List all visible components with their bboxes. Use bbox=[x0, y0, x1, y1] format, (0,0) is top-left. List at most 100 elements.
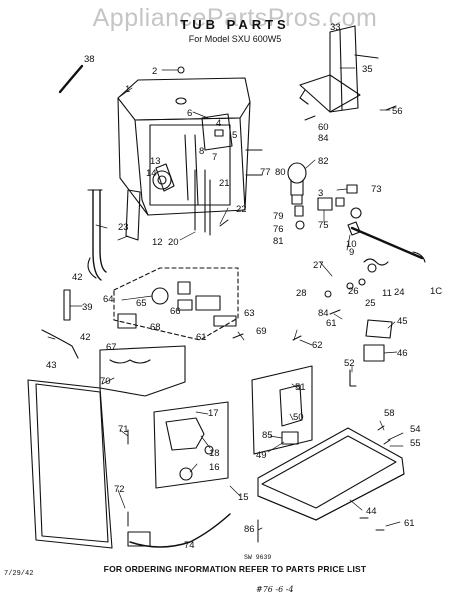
callout-18: 18 bbox=[209, 448, 220, 459]
callout-70: 70 bbox=[100, 376, 111, 387]
part-70-door-panel bbox=[27, 379, 113, 549]
part-35-mount-bracket bbox=[299, 25, 379, 113]
callout-86: 86 bbox=[244, 524, 255, 535]
part-82-valve bbox=[287, 162, 307, 230]
callout-13: 13 bbox=[150, 156, 161, 167]
part-67-panel bbox=[99, 345, 186, 397]
callout-39: 39 bbox=[82, 302, 93, 313]
callout-17: 17 bbox=[208, 408, 219, 419]
callout-67: 67 bbox=[106, 342, 117, 353]
part-44-base-frame bbox=[257, 427, 405, 521]
part-38-rod bbox=[58, 64, 84, 94]
callout-74: 74 bbox=[184, 540, 195, 551]
callout-76: 76 bbox=[273, 224, 284, 235]
drawing-code: SW 9639 bbox=[244, 554, 272, 561]
callout-43: 43 bbox=[46, 360, 57, 371]
callout-5: 5 bbox=[232, 130, 237, 141]
part-46-switch bbox=[363, 344, 385, 362]
callout-12: 12 bbox=[152, 237, 163, 248]
date-code: 7/29/42 bbox=[4, 570, 34, 578]
part-12-bracket bbox=[125, 189, 141, 241]
callout-28: 28 bbox=[296, 288, 307, 299]
callout-72: 72 bbox=[114, 484, 125, 495]
callout-62: 62 bbox=[312, 340, 323, 351]
callout-63: 63 bbox=[244, 308, 255, 319]
callout-1: 1 bbox=[125, 84, 130, 95]
callout-16: 16 bbox=[209, 462, 220, 473]
part-68-block bbox=[117, 313, 137, 329]
callout-73: 73 bbox=[371, 184, 382, 195]
callout-20: 20 bbox=[168, 237, 179, 248]
callout-51: 51 bbox=[295, 382, 306, 393]
callout-24: 24 bbox=[394, 287, 405, 298]
callout-85: 85 bbox=[262, 430, 273, 441]
callout-42-upper: 42 bbox=[72, 272, 83, 283]
callout-14: 14 bbox=[146, 168, 157, 179]
handwritten-note: #76 -6 -4 bbox=[256, 585, 294, 594]
callout-80: 80 bbox=[275, 167, 286, 178]
callout-3: 3 bbox=[318, 188, 323, 199]
part-15-solenoid-box bbox=[153, 401, 229, 489]
callout-26: 26 bbox=[348, 286, 359, 297]
callout-44: 44 bbox=[366, 506, 377, 517]
callout-33: 33 bbox=[330, 22, 341, 33]
callout-61-kit: 61 bbox=[196, 332, 207, 343]
part-39-fitting bbox=[63, 289, 71, 321]
callout-82: 82 bbox=[318, 156, 329, 167]
callout-58: 58 bbox=[384, 408, 395, 419]
part-10-door-rod bbox=[347, 221, 426, 263]
callout-75: 75 bbox=[318, 220, 329, 231]
part-43-wire bbox=[41, 329, 79, 359]
part-11-spring bbox=[346, 258, 389, 290]
callout-56: 56 bbox=[392, 106, 403, 117]
leader-lines bbox=[47, 67, 404, 531]
callout-60: 60 bbox=[318, 122, 329, 133]
callout-numbers: 1 2 3 4 5 6 7 8 9 10 11 12 13 14 15 16 1… bbox=[46, 22, 442, 551]
callout-22: 22 bbox=[236, 204, 247, 215]
callout-25: 25 bbox=[365, 298, 376, 309]
callout-8: 8 bbox=[199, 146, 204, 157]
callout-15: 15 bbox=[238, 492, 249, 503]
callout-6: 6 bbox=[187, 108, 192, 119]
part-52-bracket bbox=[349, 369, 357, 387]
callout-49: 49 bbox=[256, 450, 267, 461]
callout-45: 45 bbox=[397, 316, 408, 327]
callout-50: 50 bbox=[293, 412, 304, 423]
callout-52: 52 bbox=[344, 358, 355, 369]
callout-65: 65 bbox=[136, 298, 147, 309]
callout-46: 46 bbox=[397, 348, 408, 359]
callout-55: 55 bbox=[410, 438, 421, 449]
callout-61-mid: 61 bbox=[326, 318, 337, 329]
callout-68: 68 bbox=[150, 322, 161, 333]
part-23-fill-tube bbox=[92, 189, 107, 281]
tub-inner-bracket bbox=[152, 113, 233, 192]
callout-71: 71 bbox=[118, 424, 129, 435]
part-73-block bbox=[346, 184, 358, 194]
watermark: AppliancePartsPros.com bbox=[92, 4, 378, 32]
callout-84-mid: 84 bbox=[318, 308, 329, 319]
model-subtitle: For Model SXU 600W5 bbox=[188, 34, 282, 44]
cord-plug bbox=[127, 531, 151, 547]
part-45-bracket bbox=[365, 319, 393, 339]
callout-79: 79 bbox=[273, 211, 284, 222]
ordering-footer-note: FOR ORDERING INFORMATION REFER TO PARTS … bbox=[103, 564, 367, 574]
callout-54: 54 bbox=[410, 424, 421, 435]
part-63-plate bbox=[213, 315, 237, 327]
drain-tube-parts bbox=[194, 169, 211, 236]
callout-23: 23 bbox=[118, 222, 129, 233]
screw-hardware bbox=[127, 66, 397, 543]
part-64-switch-kit bbox=[113, 267, 239, 341]
callout-69: 69 bbox=[256, 326, 267, 337]
part-51-timer-assembly bbox=[251, 365, 313, 455]
callout-61-base: 61 bbox=[404, 518, 415, 529]
callout-42-lower: 42 bbox=[80, 332, 91, 343]
callout-38: 38 bbox=[84, 54, 95, 65]
callout-35: 35 bbox=[362, 64, 373, 75]
callout-1c: 1C bbox=[430, 286, 442, 297]
callout-77: 77 bbox=[260, 167, 271, 178]
callout-27: 27 bbox=[313, 260, 324, 271]
part-75-connector bbox=[317, 197, 362, 219]
callout-84-upper: 84 bbox=[318, 133, 329, 144]
callout-4: 4 bbox=[216, 118, 221, 129]
